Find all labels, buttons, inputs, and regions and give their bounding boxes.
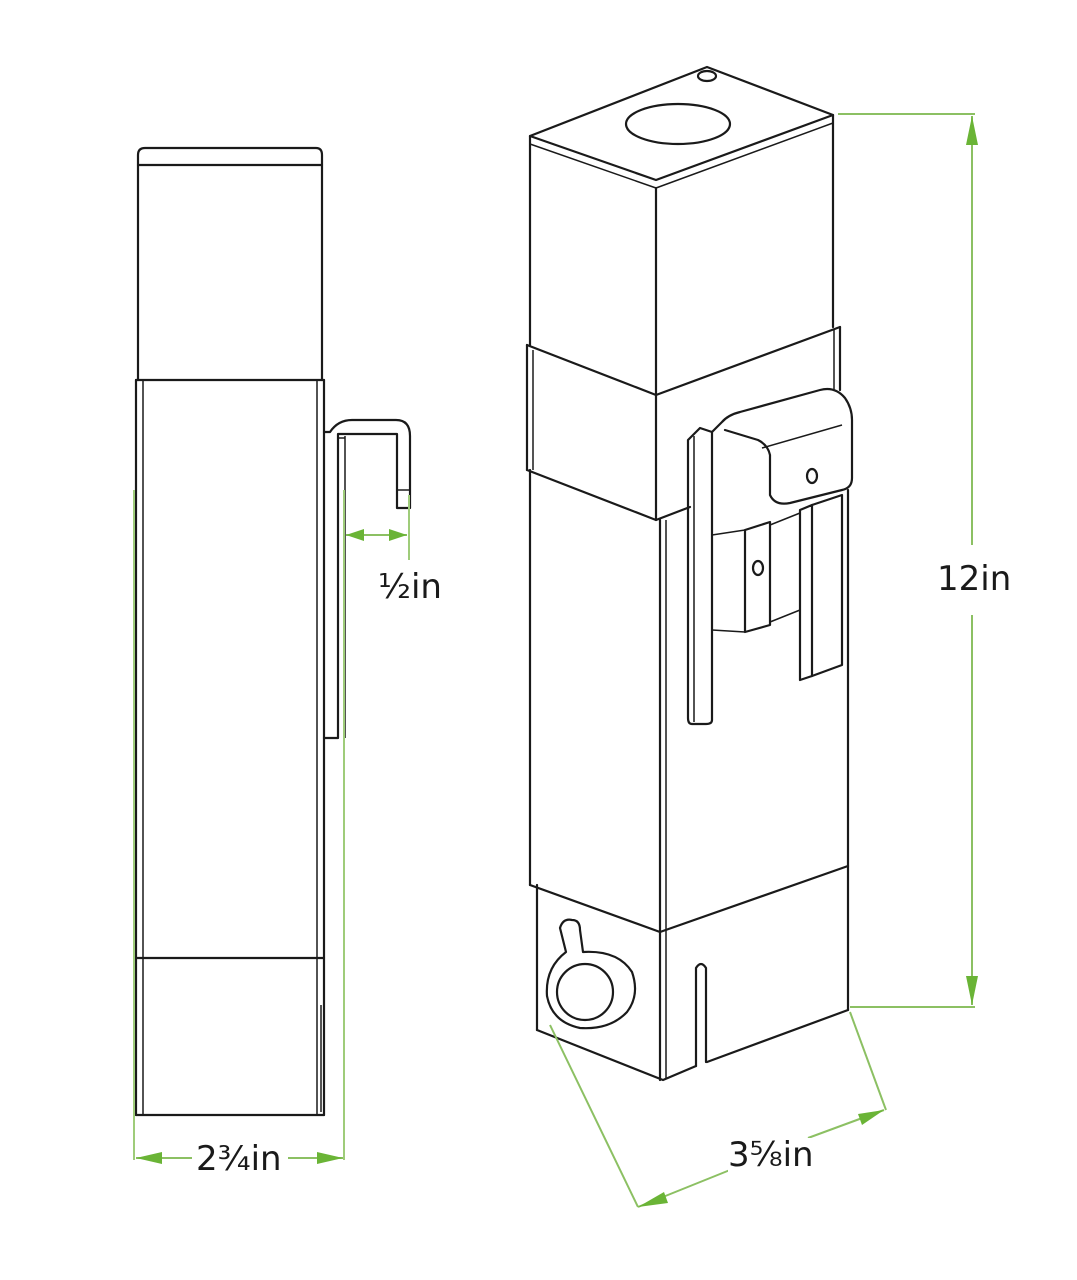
face-width-dimension — [549, 1011, 887, 1208]
top-opening-icon — [624, 102, 732, 146]
top-small-hole-icon — [696, 69, 718, 83]
iso-top-face — [528, 65, 835, 189]
iso-upper-column — [528, 113, 835, 397]
hook-depth-label: ½in — [378, 567, 442, 607]
iso-lower-column — [528, 468, 850, 1082]
side-view-body — [134, 378, 326, 1117]
height-dimension — [838, 113, 978, 1008]
keyhole-mount-icon — [545, 918, 637, 1030]
side-width-dimension — [133, 490, 343, 1164]
plate-screw-hole-icon — [751, 559, 765, 577]
hook-depth-dimension — [343, 490, 410, 1160]
side-width-label: 2¾in — [196, 1139, 282, 1179]
base-slot-icon — [694, 962, 708, 1068]
iso-clip-bracket — [686, 387, 854, 726]
side-view-top-cap — [134, 146, 326, 382]
iso-base — [535, 883, 850, 1082]
iso-band — [525, 325, 842, 522]
bracket-screw-hole-icon — [805, 467, 819, 485]
face-width-label: 3⅝in — [728, 1135, 814, 1175]
height-label: 12in — [937, 559, 1012, 599]
